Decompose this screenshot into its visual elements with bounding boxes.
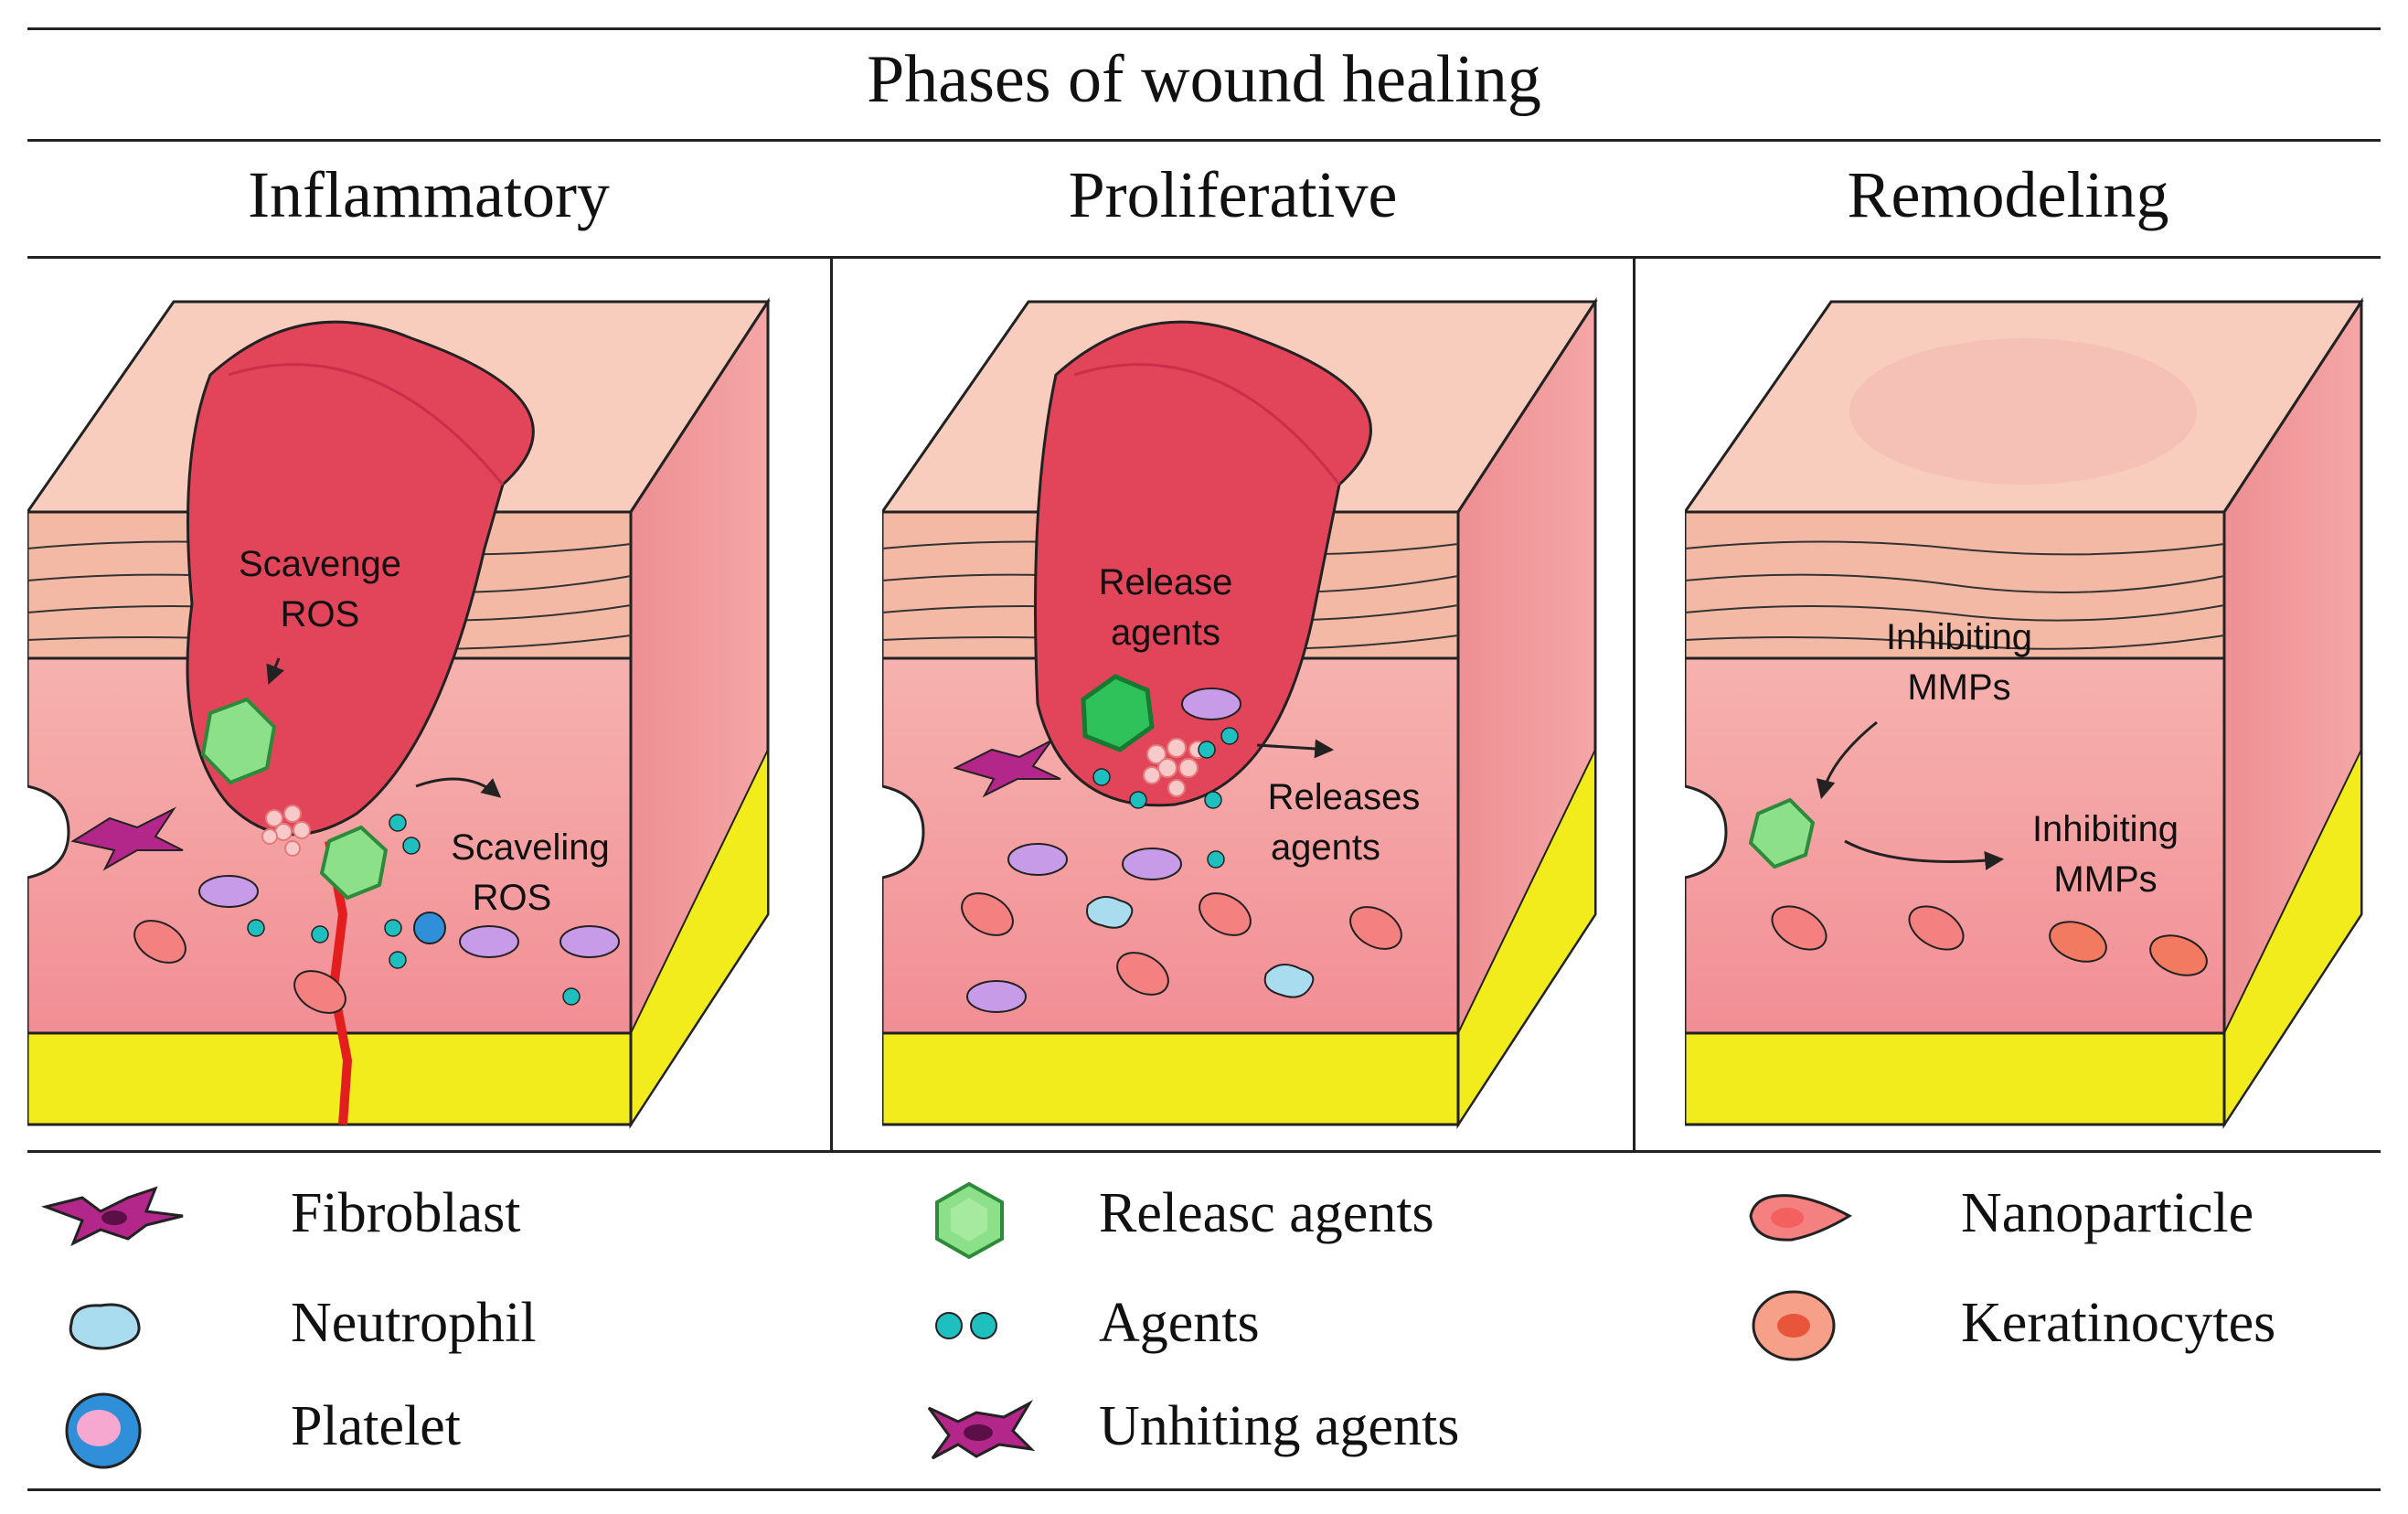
annotation-scavenge: Scavenge bbox=[239, 544, 401, 584]
annotation-mmps-2: MMPs bbox=[2053, 859, 2157, 900]
title-rule bbox=[27, 139, 2381, 142]
legend-label-fibroblast: Fibroblast bbox=[291, 1182, 521, 1244]
nanoparticle-icon bbox=[1749, 1194, 1853, 1242]
panel-inflammatory: Scavenge ROS Scaveling ROS bbox=[25, 274, 814, 1143]
legend-label-platelet: Platelet bbox=[291, 1395, 461, 1457]
legend-label-release-agents: Releasc agents bbox=[1099, 1182, 1434, 1244]
annotation-inhibiting-1: Inhibiting bbox=[1886, 617, 2032, 657]
panel-divider-1 bbox=[830, 258, 833, 1152]
annotation-releases: Releases bbox=[1268, 777, 1421, 817]
panel-proliferative: Release agents Releases agents bbox=[879, 274, 1668, 1143]
phase-title-proliferative: Proliferative bbox=[1068, 158, 1398, 231]
bottom-rule bbox=[27, 1488, 2381, 1491]
fibroblast-icon bbox=[40, 1186, 184, 1247]
annotation-agents-2: agents bbox=[1271, 827, 1380, 868]
phase-title-remodeling: Remodeling bbox=[1847, 158, 2169, 231]
annotation-inhibiting-2: Inhibiting bbox=[2032, 809, 2179, 849]
phase-title-inflammatory: Inflammatory bbox=[248, 158, 610, 231]
unhiting-agent-icon bbox=[927, 1400, 1036, 1460]
header-rule bbox=[27, 256, 2381, 259]
annotation-ros-2: ROS bbox=[473, 878, 552, 918]
top-rule bbox=[27, 27, 2381, 30]
legend-label-unhiting-agents: Unhiting agents bbox=[1099, 1395, 1460, 1457]
release-agent-marker bbox=[200, 697, 277, 785]
release-agent-icon bbox=[935, 1181, 1004, 1260]
annotation-agents-1: agents bbox=[1111, 613, 1220, 653]
release-agent-marker bbox=[319, 825, 389, 901]
neutrophil-icon bbox=[69, 1303, 141, 1350]
platelet-icon bbox=[65, 1392, 142, 1469]
annotation-scaveling: Scaveling bbox=[451, 827, 609, 868]
annotation-mmps-1: MMPs bbox=[1907, 667, 2010, 708]
panel-remodeling: Inhibiting MMPs Inhibiting MMPs bbox=[1682, 274, 2408, 1143]
panel-bottom-rule bbox=[27, 1150, 2381, 1153]
diagram-title: Phases of wound healing bbox=[867, 42, 1541, 117]
annotation-release: Release bbox=[1099, 562, 1233, 602]
legend-label-agents: Agents bbox=[1099, 1292, 1260, 1354]
keratinocyte-icon bbox=[1752, 1290, 1836, 1361]
legend-label-neutrophil: Neutrophil bbox=[291, 1292, 537, 1354]
platelet-marker bbox=[198, 875, 259, 908]
panel-divider-2 bbox=[1633, 258, 1636, 1152]
nanoparticle-cluster bbox=[261, 805, 311, 857]
legend-label-keratinocytes: Keratinocytes bbox=[1961, 1292, 2276, 1354]
fibroblast-marker bbox=[70, 806, 184, 871]
annotation-ros-1: ROS bbox=[281, 594, 360, 634]
legend-label-nanoparticle: Nanoparticle bbox=[1961, 1182, 2254, 1244]
agents-icon bbox=[935, 1312, 997, 1339]
